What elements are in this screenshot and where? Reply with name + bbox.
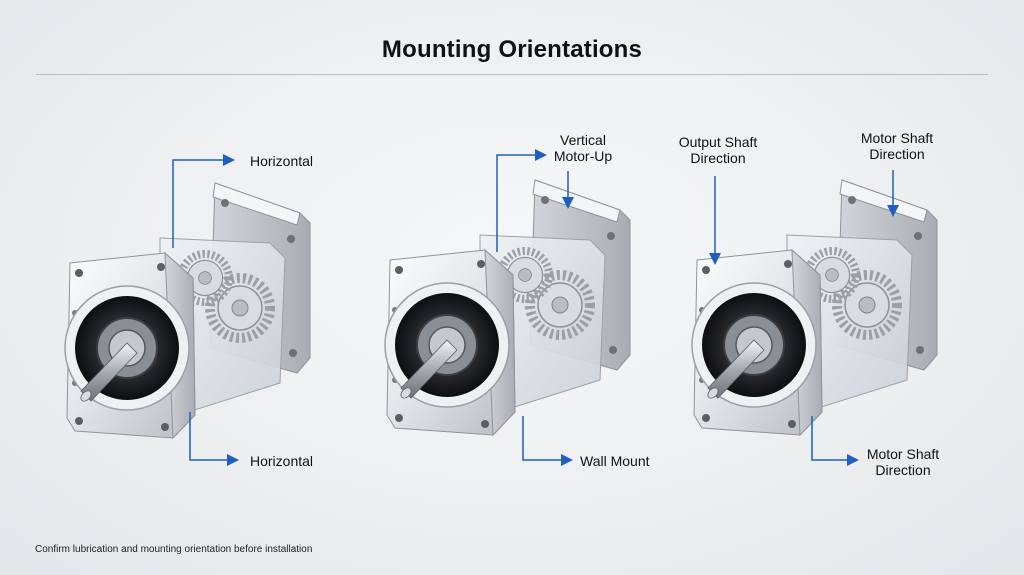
motor-3-motor-bottom-label-line1: Motor Shaft (866, 446, 940, 462)
motor-2-bottom-label: Wall Mount (580, 453, 650, 469)
motor-3-motor-bottom-label-line2: Direction (875, 462, 931, 478)
motor-3-output-label-line2: Direction (690, 150, 746, 166)
motor-2-illustration (385, 180, 630, 435)
motor-1-illustration (65, 183, 310, 438)
motor-1-top-label: Horizontal (250, 153, 314, 169)
motor-3-motor-top-label-line2: Direction (869, 146, 925, 162)
motor-2-top-label-line2: Motor-Up (553, 148, 613, 164)
footer-note: Confirm lubrication and mounting orienta… (35, 544, 313, 555)
page-title: Mounting Orientations (381, 36, 643, 63)
motor-3-motor-top-label: Motor Shaft Direction (852, 130, 942, 162)
motor-3-motor-top-label-line1: Motor Shaft (860, 130, 934, 146)
motor-1-bottom-label: Horizontal (250, 453, 314, 469)
callout-motor-3-motor-bottom (811, 416, 859, 466)
callout-motor-2-bottom (522, 416, 573, 466)
callout-motor-1-bottom (189, 412, 239, 466)
motor-2-top-label: Vertical Motor-Up (546, 132, 620, 164)
callout-motor-2-top (496, 149, 574, 252)
motor-3-output-label-line1: Output Shaft (678, 134, 758, 150)
motor-3-output-label: Output Shaft Direction (672, 134, 764, 166)
motor-3-illustration (692, 180, 937, 435)
motor-2-top-label-line1: Vertical (560, 132, 606, 148)
title-divider (36, 74, 988, 75)
motor-3-motor-bottom-label: Motor Shaft Direction (858, 446, 948, 478)
callout-motor-1-top (172, 154, 235, 248)
